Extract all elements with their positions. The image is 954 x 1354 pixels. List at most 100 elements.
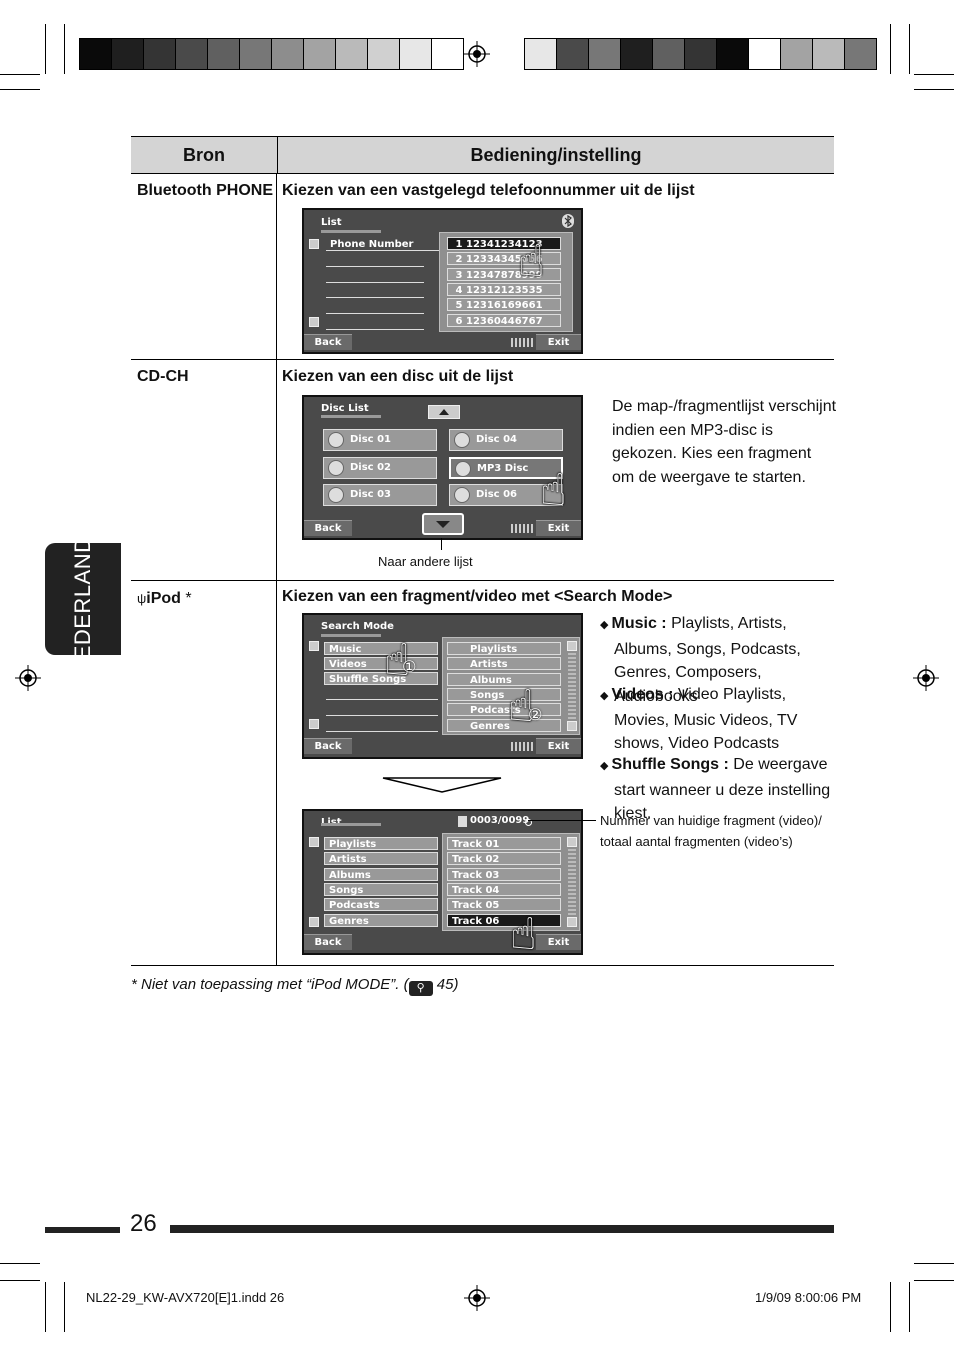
exit-button[interactable]: Exit <box>536 520 581 536</box>
scrollbar-track[interactable] <box>568 849 576 915</box>
scroll-up-button[interactable] <box>309 641 319 651</box>
scroll-up-button[interactable] <box>309 239 319 249</box>
step-2-marker: ② <box>528 705 543 724</box>
crop-mark <box>45 24 46 74</box>
search-subcategory-item[interactable]: Genres <box>447 718 561 732</box>
track-item[interactable]: Track 06 <box>447 913 561 927</box>
crop-mark <box>64 24 65 74</box>
track-item[interactable]: Track 02 <box>447 852 561 866</box>
title-underline <box>321 230 381 233</box>
disc-button[interactable]: Disc 02 <box>323 456 437 479</box>
search-category-item[interactable]: Music <box>324 642 438 655</box>
registration-mark-icon <box>464 41 490 67</box>
track-counter: 0003/0099 <box>470 815 530 826</box>
search-subcategory-item[interactable]: Playlists <box>447 642 561 655</box>
scroll-down-button[interactable] <box>309 317 319 327</box>
pointing-hand-icon: ☝ <box>510 909 537 960</box>
file-slug: NL22-29_KW-AVX720[E]1.indd 26 <box>86 1290 285 1305</box>
back-button[interactable]: Back <box>304 738 352 754</box>
row-divider <box>131 580 834 581</box>
footnote: * Niet van toepassing met “iPod MODE”. (… <box>131 976 458 996</box>
header-label: Bediening/instelling <box>470 144 642 165</box>
color-swatch <box>620 38 653 70</box>
search-subcategory-item[interactable]: Songs <box>447 687 561 701</box>
row-index: 3 <box>455 269 463 281</box>
option-term: Shuffle Songs : <box>611 756 729 773</box>
section-title: Kiezen van een disc uit de lijst <box>282 368 514 385</box>
exit-button[interactable]: Exit <box>536 334 581 350</box>
source-bluetooth-phone: Bluetooth PHONE <box>137 182 273 199</box>
row-index: 6 <box>455 315 463 327</box>
scroll-down-button[interactable] <box>309 917 319 927</box>
search-subcategory-item[interactable]: Albums <box>447 672 561 686</box>
category-item[interactable]: Podcasts <box>324 898 438 912</box>
pointing-hand-icon: ☝ <box>540 465 567 516</box>
option-bullet: ◆ Shuffle Songs : De weergave start wann… <box>600 753 840 826</box>
scroll-up-button[interactable] <box>567 641 577 651</box>
category-item[interactable]: Genres <box>324 913 438 927</box>
disc-button[interactable]: MP3 Disc <box>449 456 563 479</box>
search-category-item[interactable]: Videos <box>324 657 438 670</box>
option-term: Music : <box>611 615 667 632</box>
track-item[interactable]: Track 01 <box>447 837 561 850</box>
search-subcategory-item[interactable]: Podcasts <box>447 703 561 717</box>
scroll-down-button[interactable] <box>567 721 577 731</box>
category-item[interactable]: Playlists <box>324 837 438 850</box>
color-swatch <box>207 38 240 70</box>
category-item[interactable]: Albums <box>324 867 438 881</box>
disc-button[interactable]: Disc 03 <box>323 484 437 506</box>
track-item[interactable]: Track 04 <box>447 882 561 896</box>
crop-mark <box>914 1263 954 1264</box>
exit-button[interactable]: Exit <box>536 738 581 754</box>
level-indicator <box>511 524 533 533</box>
category-item[interactable]: Artists <box>324 852 438 866</box>
crop-mark <box>909 1282 910 1332</box>
search-category-item[interactable]: Shuffle Songs <box>324 672 438 685</box>
crop-mark <box>0 89 40 90</box>
footnote-text: * Niet van toepassing met “iPod MODE”. ( <box>131 976 409 993</box>
empty-row <box>326 285 424 298</box>
disc-button[interactable]: Disc 01 <box>323 429 437 451</box>
category-item[interactable]: Songs <box>324 882 438 896</box>
track-item[interactable]: Track 03 <box>447 867 561 881</box>
track-item[interactable]: Track 05 <box>447 898 561 912</box>
disc-label: Disc 02 <box>350 461 392 473</box>
back-button[interactable]: Back <box>304 520 352 536</box>
color-swatch <box>175 38 208 70</box>
scroll-down-button[interactable] <box>309 719 319 729</box>
scroll-up-button[interactable] <box>567 837 577 847</box>
level-indicator <box>511 338 533 347</box>
scroll-down-button[interactable] <box>567 917 577 927</box>
source-label: iPod <box>146 590 181 607</box>
crop-mark <box>914 89 954 90</box>
list-down-button[interactable] <box>422 513 464 535</box>
back-button[interactable]: Back <box>304 934 352 950</box>
scroll-up-button[interactable] <box>309 837 319 847</box>
arrow-down-icon <box>436 521 450 528</box>
disc-button[interactable]: Disc 06 <box>449 484 563 506</box>
scrollbar-track[interactable] <box>568 653 576 719</box>
crop-mark <box>914 74 954 75</box>
language-side-tab: NEDERLANDS <box>45 521 121 677</box>
color-swatch <box>271 38 304 70</box>
exit-button[interactable]: Exit <box>536 934 581 950</box>
column-header-source: Bron <box>131 136 277 174</box>
row-index: 5 <box>455 300 463 312</box>
list-up-button[interactable] <box>428 405 460 419</box>
page-rule-right <box>170 1225 834 1233</box>
bullet-diamond-icon: ◆ <box>600 619 612 631</box>
search-subcategory-item[interactable]: Artists <box>447 657 561 671</box>
disc-label: MP3 Disc <box>477 462 529 474</box>
disc-button[interactable]: Disc 04 <box>449 429 563 451</box>
back-button[interactable]: Back <box>304 334 352 350</box>
option-text: Playlists, Artists, Albums, Songs, Podca… <box>614 615 801 705</box>
color-swatch <box>844 38 877 70</box>
